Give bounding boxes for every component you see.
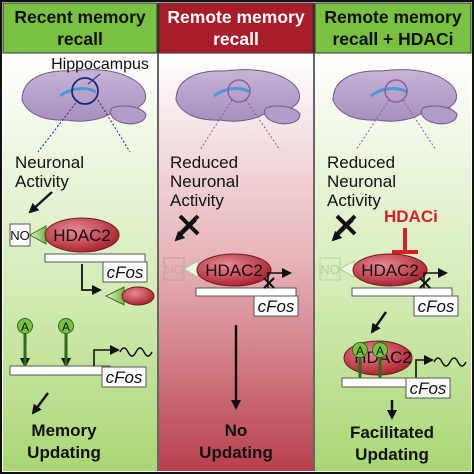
activity-label-line2: Activity (15, 172, 69, 191)
brain-sagittal-icon (332, 69, 458, 125)
activity-arrow (28, 191, 53, 214)
no-label-faded: NO (164, 262, 184, 277)
acetyl-group-2: A (58, 318, 74, 366)
dna-strand-top (44, 253, 146, 263)
acetyl-group-1: A (352, 342, 368, 380)
brain-sagittal-icon (175, 69, 301, 125)
gene-box-bottom (405, 377, 451, 399)
acetyl-group-2: A (372, 342, 388, 380)
hippocampus-label: Hippocampus (51, 56, 149, 73)
panel-3-header-line2: recall + HDACi (332, 29, 453, 49)
activity-dotted-line-a (199, 99, 233, 151)
hippocampus-pointer (87, 73, 101, 85)
activity-dotted-line-a (37, 99, 79, 153)
hippocampus-highlight-circle (227, 79, 251, 103)
acetylation-arrow (370, 311, 387, 334)
gene-label-top: cFos (418, 297, 455, 316)
gene-label-top: cFos (107, 263, 144, 282)
activity-dotted-line-b (402, 99, 437, 151)
hdac2-enzyme (352, 253, 428, 287)
panel-3-header-bg (314, 2, 472, 54)
panel-1-header-bg (2, 2, 158, 54)
transcription-arrow (93, 345, 120, 366)
activity-label-line3: Activity (170, 191, 224, 210)
release-arrow (81, 264, 102, 295)
outcome-line1: Facilitated (350, 423, 434, 442)
transcription-arrow (415, 355, 434, 378)
acetyl-label-1: A (21, 320, 29, 334)
outcome-line2: Updating (355, 445, 429, 464)
hdac2-enzyme (196, 253, 272, 287)
hdac2-label: HDAC2 (361, 261, 419, 280)
activity-label-line1: Neuronal (15, 153, 84, 172)
block-cross-icon (178, 214, 200, 236)
gene-box (253, 295, 299, 317)
panel-1-header-line2: recall (57, 29, 103, 49)
activity-dotted-line-a (355, 99, 390, 151)
inhibition-bar-icon (392, 228, 418, 254)
panel-1-header-line1: Recent memory (14, 7, 146, 27)
gene-label-bottom: cFos (106, 368, 143, 387)
no-label-faded: NO (320, 262, 340, 277)
block-cross-icon (335, 214, 357, 236)
transcription-block-icon (419, 277, 431, 289)
panel-3-header-line1: Remote memory (324, 7, 461, 27)
mrna-wave (433, 357, 467, 367)
outcome-arrow (31, 392, 49, 415)
gene-box-top (413, 295, 459, 317)
hdac2-label: HDAC2 (53, 226, 111, 245)
transcription-block-icon (263, 277, 275, 289)
acetyl-label-1: A (356, 344, 364, 358)
dna-strand (195, 287, 297, 297)
outcome-line2: Updating (27, 443, 101, 462)
gene-box-top (102, 261, 148, 283)
activity-label-line2: Neuronal (327, 172, 396, 191)
released-hdac2 (121, 286, 155, 306)
panel-remote-recall-hdaci: Remote memory recall + HDACi Reduced Neu… (314, 2, 472, 471)
hippocampus-highlight-circle (384, 79, 408, 103)
panel-remote-recall: Remote memory recall Reduced Neuronal Ac… (158, 2, 314, 471)
panel-2-header-line2: recall (213, 29, 259, 49)
mrna-wave (119, 347, 153, 357)
acetyl-group-1: A (17, 318, 33, 366)
hdaci-label: HDACi (384, 207, 438, 226)
outcome-line1: Memory (31, 421, 97, 440)
gene-label: cFos (258, 297, 295, 316)
hdac2-bound-label: HDAC2 (354, 348, 412, 367)
no-label: NO (10, 228, 30, 243)
hdac2-enzyme (44, 217, 120, 253)
outcome-line2: Updating (199, 443, 273, 462)
activity-label-line3: Activity (327, 191, 381, 210)
panel-recent-recall: Recent memory recall Hippocampus Neurona… (2, 2, 158, 471)
gene-label-bottom: cFos (410, 379, 447, 398)
dna-strand-bottom (9, 365, 111, 376)
panel-2-header-bg (158, 2, 314, 54)
brain-sagittal-icon (21, 69, 147, 125)
outcome-line1: No (225, 421, 248, 440)
hdac2-label: HDAC2 (205, 261, 263, 280)
hippocampus-highlight-circle (71, 77, 99, 105)
gene-box-bottom (101, 366, 147, 388)
activity-label-line1: Reduced (170, 153, 238, 172)
acetyl-label-2: A (62, 320, 70, 334)
activity-label-line2: Neuronal (170, 172, 239, 191)
panel-2-header-line1: Remote memory (167, 7, 304, 27)
acetyl-label-2: A (376, 344, 384, 358)
dna-strand-top (351, 287, 453, 297)
activity-label-line1: Reduced (327, 153, 395, 172)
